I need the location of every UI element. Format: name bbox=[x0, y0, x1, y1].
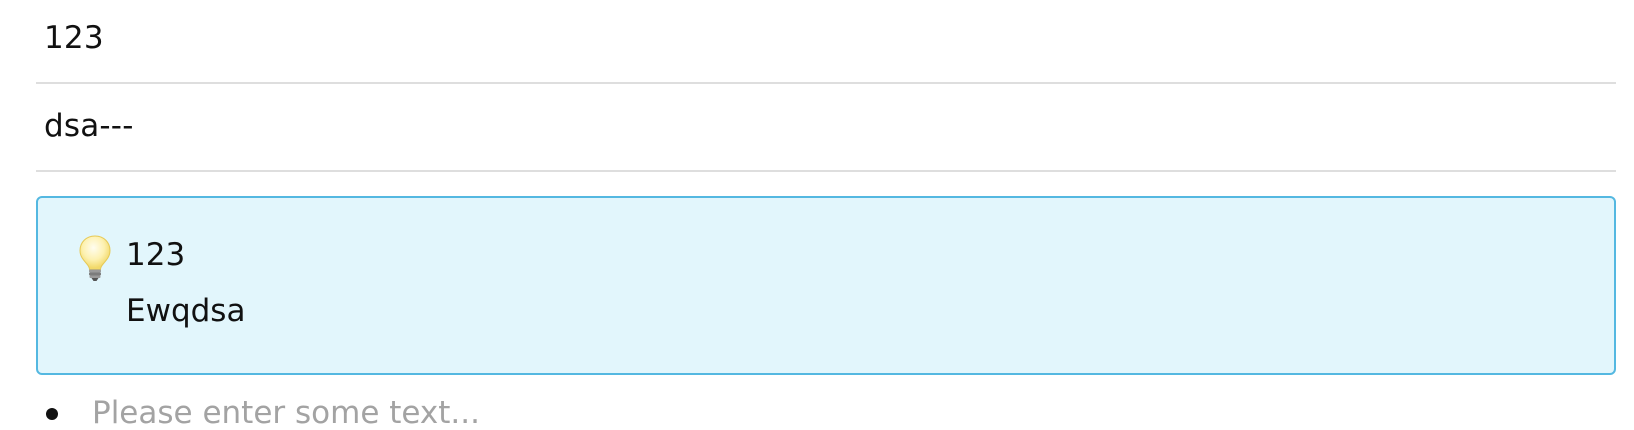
text-block-1[interactable]: 123 bbox=[36, 0, 1616, 84]
text-block-2-content[interactable]: dsa--- bbox=[44, 108, 134, 144]
lightbulb-icon bbox=[78, 234, 112, 282]
callout-title[interactable]: 123 bbox=[126, 237, 186, 273]
text-block-1-content[interactable]: 123 bbox=[44, 20, 104, 56]
bullet-list-item[interactable] bbox=[36, 388, 1616, 430]
bullet-text-input[interactable] bbox=[92, 395, 1292, 430]
bullet-dot-icon bbox=[46, 408, 58, 420]
callout-body[interactable]: Ewqdsa bbox=[126, 293, 246, 329]
text-block-2[interactable]: dsa--- bbox=[36, 84, 1616, 172]
callout-block[interactable]: 123 Ewqdsa bbox=[36, 196, 1616, 375]
